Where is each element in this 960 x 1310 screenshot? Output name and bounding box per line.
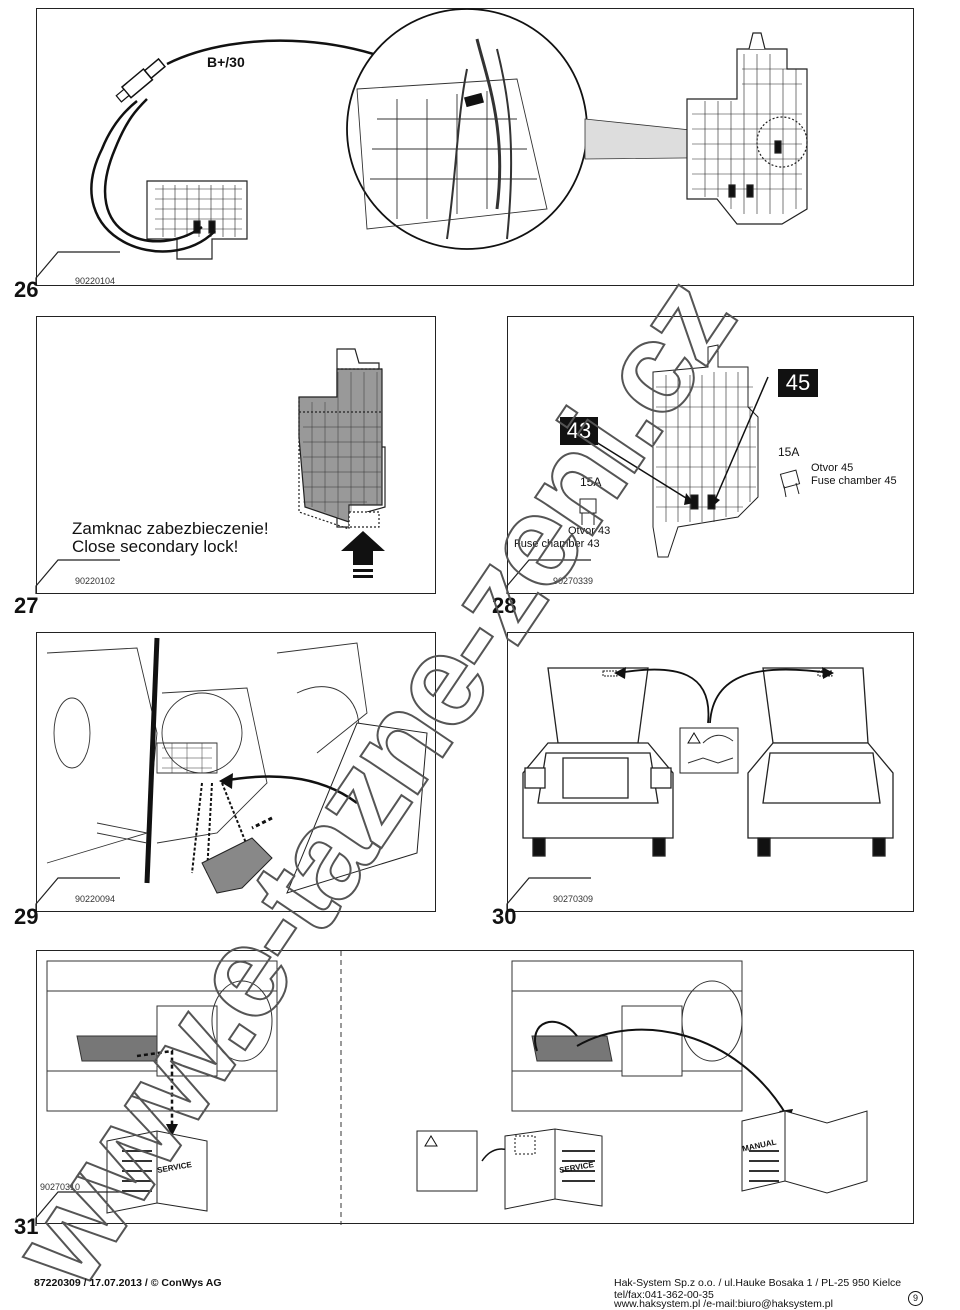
step-27-illustration bbox=[298, 348, 386, 578]
step-31-number: 31 bbox=[14, 1214, 39, 1239]
page-number: 9 bbox=[908, 1291, 923, 1306]
step-31-code: 90270310 bbox=[40, 1182, 81, 1192]
step-30-number: 30 bbox=[492, 904, 517, 929]
footer-web: www.haksystem.pl /e-mail:biuro@haksystem… bbox=[614, 1298, 833, 1310]
otvor-45: Otvor 45 bbox=[811, 462, 854, 474]
footer-phone: tel/fax:041-362-00-35 bbox=[614, 1289, 714, 1301]
step-30-code: 90270309 bbox=[553, 894, 594, 904]
step-31-panel: SERVICE SERVICE MANUAL bbox=[36, 950, 914, 1225]
step-28-code: 90270339 bbox=[553, 576, 594, 586]
step-28-panel: 43 45 15A 15A Otvor 45 Fuse chamber 45 O… bbox=[507, 316, 914, 594]
footer-doc-id: 87220309 / 17.07.2013 / © ConWys AG bbox=[34, 1277, 222, 1289]
step-29-illustration bbox=[46, 637, 428, 894]
step-27-panel: Zamknac zabezbieczenie! Close secondary … bbox=[36, 316, 436, 594]
step-31-illustration bbox=[46, 951, 868, 1225]
step-30-illustration bbox=[522, 667, 894, 857]
step-28-number: 28 bbox=[492, 593, 517, 618]
step-27-code: 90220102 bbox=[75, 576, 116, 586]
step-29-code: 90220094 bbox=[75, 894, 116, 904]
footer-company: Hak-System Sp.z o.o. / ul.Hauke Bosaka 1… bbox=[614, 1277, 902, 1289]
close-lock-text-pl: Zamknac zabezbieczenie! bbox=[72, 519, 269, 538]
step-28-tab bbox=[506, 559, 591, 594]
step-26-code: 90220104 bbox=[75, 276, 116, 286]
fuse-45-rating: 15A bbox=[778, 445, 800, 459]
step-26-panel: B+/30 bbox=[36, 8, 914, 286]
badge-43: 43 bbox=[560, 417, 598, 445]
step-29-panel bbox=[36, 632, 436, 912]
close-lock-text-en: Close secondary lock! bbox=[72, 537, 239, 556]
otvor-43: Otvor 43 bbox=[568, 525, 611, 537]
step-26-tab bbox=[35, 251, 120, 286]
step-26-number: 26 bbox=[14, 277, 39, 302]
step-29-tab bbox=[35, 877, 120, 912]
step-31-tab bbox=[35, 1191, 120, 1226]
step-30-tab bbox=[506, 877, 591, 912]
b30-label: B+/30 bbox=[207, 54, 245, 70]
chamber-43: Fuse chamber 43 bbox=[514, 538, 600, 550]
step-26-illustration bbox=[90, 8, 808, 260]
chamber-45: Fuse chamber 45 bbox=[811, 475, 897, 487]
step-29-number: 29 bbox=[14, 904, 39, 929]
step-27-number: 27 bbox=[14, 593, 39, 618]
badge-45: 45 bbox=[778, 369, 818, 397]
step-28-illustration bbox=[579, 344, 801, 558]
step-27-tab bbox=[35, 559, 120, 594]
fuse-43-rating: 15A bbox=[580, 475, 602, 489]
step-30-panel bbox=[507, 632, 914, 912]
